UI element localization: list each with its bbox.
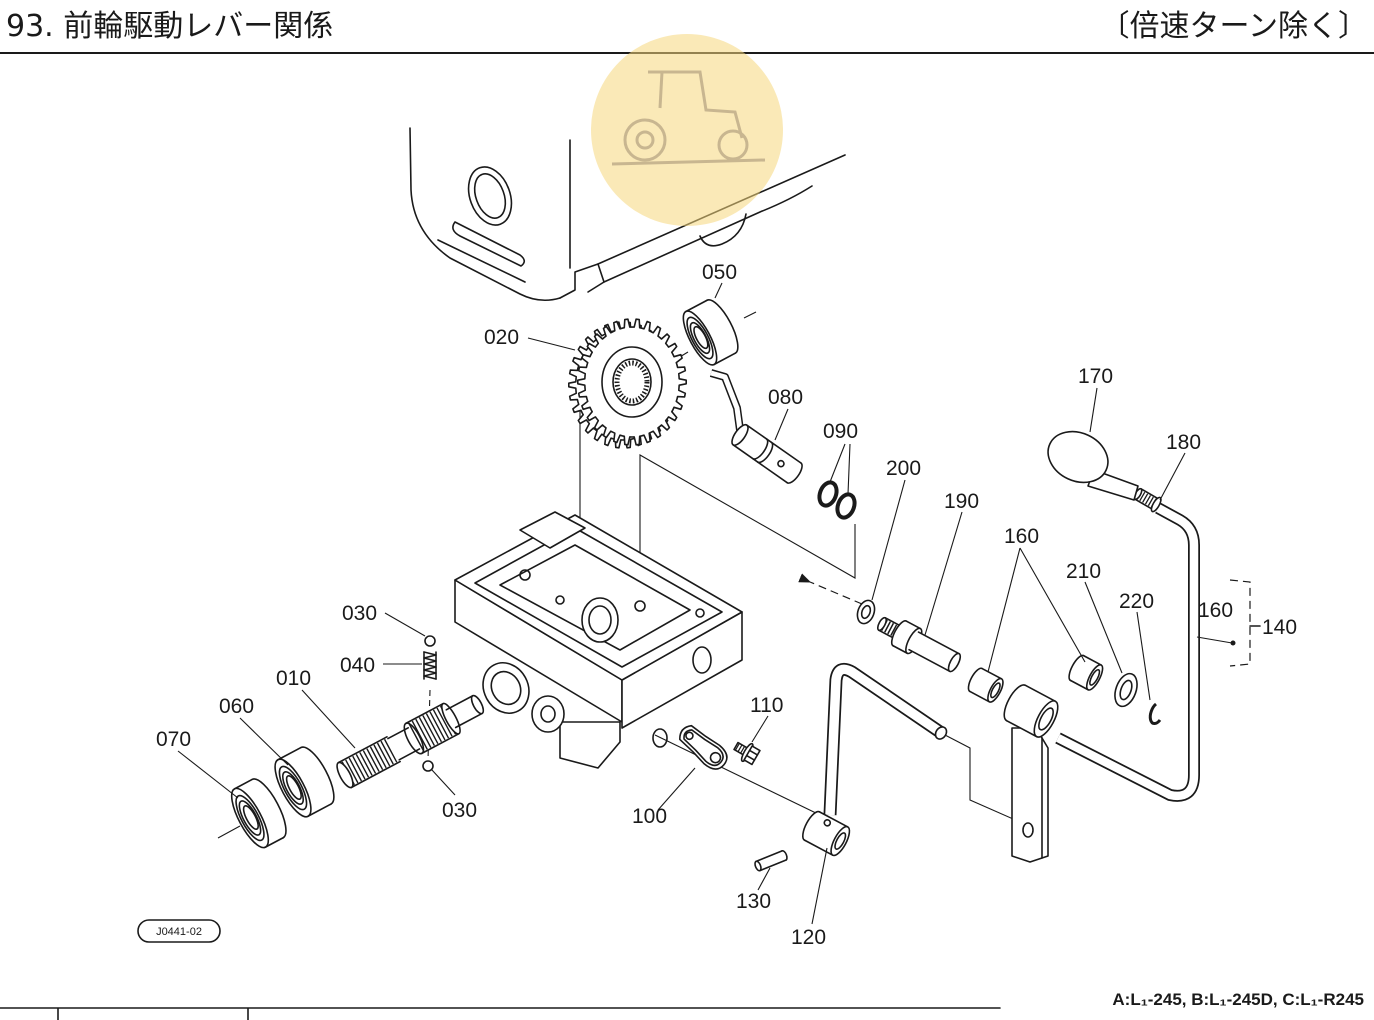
page-title: 93. 前輪駆動レバー関係	[6, 9, 334, 44]
drawing-code: J0441-02	[156, 926, 202, 938]
detent-spring-040	[423, 651, 437, 680]
washer-200	[856, 599, 876, 625]
callout-200: 200	[886, 457, 921, 480]
callout-140: 140	[1262, 616, 1297, 639]
o-rings-090	[817, 480, 857, 520]
spring-pin-130	[754, 849, 788, 872]
tractor-logo-icon	[611, 70, 766, 166]
callout-170: 170	[1078, 365, 1113, 388]
shaft-010	[336, 689, 486, 791]
callout-labels: 050 020 080 090 170 180 200 190 160 210 …	[156, 261, 1297, 949]
callout-010: 010	[276, 667, 311, 690]
callout-210: 210	[1066, 560, 1101, 583]
callout-160-bushings: 160	[1004, 525, 1039, 548]
callout-130: 130	[736, 890, 771, 913]
callout-100: 100	[632, 805, 667, 828]
shift-lever-080	[709, 369, 803, 484]
callout-160-rod: 160	[1198, 599, 1233, 622]
arm-collar-120	[802, 810, 851, 857]
lever-housing	[454, 511, 743, 769]
callout-120: 120	[791, 926, 826, 949]
bushing-160-b	[1068, 654, 1104, 691]
lever-knob-170	[1047, 430, 1139, 501]
callout-220: 220	[1119, 590, 1154, 613]
washer-210	[1114, 672, 1138, 708]
model-applicability: A:L₁-245, B:L₁-245D, C:L₁-R245	[1112, 990, 1364, 1009]
bolt-110	[733, 741, 761, 766]
snap-ring-220	[1148, 702, 1162, 725]
lever-rod-180	[1055, 487, 1200, 802]
bushing-160-a	[967, 667, 1004, 703]
bearing-070	[230, 778, 287, 849]
lever-sleeve-140	[1003, 684, 1059, 738]
drawing-code-badge: J0441-02	[137, 919, 221, 943]
bearing-050	[682, 299, 739, 366]
callout-190: 190	[944, 490, 979, 513]
pivot-pin-190	[876, 616, 962, 673]
detent-ball-030-upper	[424, 635, 436, 647]
lever-plate-140	[1011, 727, 1049, 863]
page-subtitle-note: 〔倍速ターン除く〕	[1099, 9, 1369, 44]
callout-050: 050	[702, 261, 737, 284]
gear-020	[568, 318, 687, 449]
leader-lines	[177, 282, 1261, 925]
callout-110: 110	[750, 694, 783, 717]
callout-180: 180	[1166, 431, 1201, 454]
callout-070: 070	[156, 728, 191, 751]
shift-rod	[823, 662, 948, 816]
detent-ball-030-lower	[422, 760, 434, 772]
callout-030-upper: 030	[342, 602, 377, 625]
gasket-100	[679, 724, 728, 770]
bearing-060	[274, 746, 335, 818]
parts-table-frame	[0, 1007, 1001, 1020]
callout-020: 020	[484, 326, 519, 349]
callout-030-lower: 030	[442, 799, 477, 822]
callout-040: 040	[340, 654, 375, 677]
watermark-logo	[591, 34, 783, 226]
callout-080: 080	[768, 386, 803, 409]
callout-090: 090	[823, 420, 858, 443]
callout-060: 060	[219, 695, 254, 718]
